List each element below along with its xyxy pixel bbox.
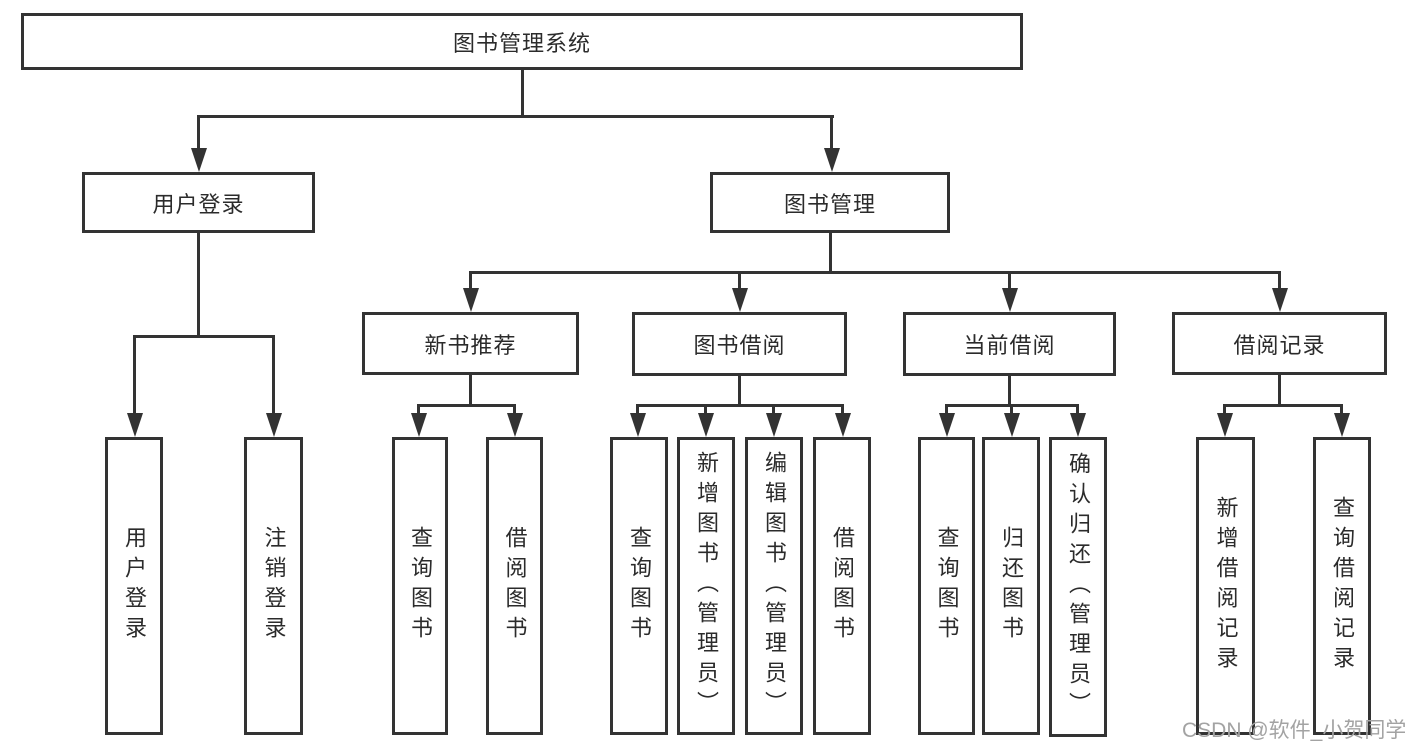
connector-line	[417, 404, 516, 407]
connector-line	[1008, 271, 1011, 293]
leaf-logout: 注销登录	[244, 437, 303, 735]
arrowhead	[698, 413, 714, 437]
node-current-borrow: 当前借阅	[903, 312, 1116, 376]
arrowhead	[939, 413, 955, 437]
arrowhead	[1070, 413, 1086, 437]
node-library-system-label: 图书管理系统	[452, 30, 591, 56]
connector-line	[197, 233, 200, 338]
leaf-query-borrow-record: 查询借阅记录	[1313, 437, 1371, 735]
arrowhead	[1217, 413, 1233, 437]
leaf-return-books-label: 归还图书	[999, 526, 1024, 646]
node-book-borrow-label: 图书借阅	[693, 333, 786, 358]
connector-line	[1223, 404, 1226, 418]
arrowhead	[630, 413, 646, 437]
leaf-borrow-books: 借阅图书	[813, 437, 871, 735]
arrowhead	[127, 413, 143, 437]
leaf-user-login-label: 用户登录	[122, 526, 147, 646]
arrowhead	[1272, 288, 1288, 312]
leaf-edit-books-admin: 编辑图书（管理员）	[745, 437, 803, 735]
connector-line	[133, 335, 275, 338]
connector-line	[1278, 375, 1281, 407]
csdn-watermark: CSDN @软件_小贺同学	[1182, 719, 1405, 742]
leaf-query-borrow-record-label: 查询借阅记录	[1330, 496, 1355, 676]
leaf-logout-label: 注销登录	[261, 526, 287, 646]
connector-line	[521, 70, 524, 118]
arrowhead	[191, 148, 207, 172]
connector-line	[1008, 376, 1011, 407]
connector-line	[738, 376, 741, 407]
leaf-query-books-recommend: 查询图书	[392, 437, 448, 735]
node-borrow-records: 借阅记录	[1172, 312, 1387, 375]
arrowhead	[766, 413, 782, 437]
arrowhead	[463, 288, 479, 312]
connector-line	[704, 404, 707, 418]
node-user-login: 用户登录	[82, 172, 315, 233]
leaf-confirm-return-admin: 确认归还（管理员）	[1049, 437, 1107, 737]
arrowhead	[1004, 413, 1020, 437]
leaf-add-books-admin-label: 新增图书（管理员）	[694, 451, 719, 721]
node-new-book-recommend-label: 新书推荐	[424, 332, 517, 358]
leaf-query-books-borrow-label: 查询图书	[627, 526, 652, 646]
leaf-borrow-books-label: 借阅图书	[830, 526, 855, 646]
connector-line	[772, 404, 775, 418]
node-borrow-records-label: 借阅记录	[1233, 332, 1326, 358]
leaf-borrow-books-recommend-label: 借阅图书	[502, 526, 528, 646]
arrowhead	[1334, 413, 1350, 437]
arrowhead	[507, 413, 523, 437]
leaf-borrow-books-recommend: 借阅图书	[486, 437, 543, 735]
leaf-user-login: 用户登录	[105, 437, 163, 735]
connector-line	[830, 115, 833, 152]
connector-line	[133, 335, 136, 417]
connector-line	[197, 115, 200, 152]
connector-line	[841, 404, 844, 418]
connector-line	[197, 115, 834, 118]
arrowhead	[732, 288, 748, 312]
leaf-return-books: 归还图书	[982, 437, 1040, 735]
connector-line	[469, 271, 472, 293]
connector-line	[1010, 404, 1013, 418]
arrowhead	[835, 413, 851, 437]
node-new-book-recommend: 新书推荐	[362, 312, 579, 375]
connector-line	[738, 271, 741, 293]
leaf-confirm-return-admin-label: 确认归还（管理员）	[1066, 452, 1091, 722]
connector-line	[636, 404, 639, 418]
leaf-query-books-recommend-label: 查询图书	[408, 526, 433, 646]
connector-line	[1278, 271, 1281, 293]
node-library-system: 图书管理系统	[21, 13, 1023, 70]
arrowhead	[266, 413, 282, 437]
connector-line	[636, 404, 844, 407]
connector-line	[469, 375, 472, 407]
leaf-add-borrow-record: 新增借阅记录	[1196, 437, 1255, 735]
leaf-add-books-admin: 新增图书（管理员）	[677, 437, 735, 735]
arrowhead	[1002, 288, 1018, 312]
connector-line	[945, 404, 948, 418]
connector-line	[272, 335, 275, 417]
leaf-query-books-current-label: 查询图书	[934, 526, 960, 646]
connector-line	[829, 233, 832, 274]
connector-line	[1223, 404, 1343, 407]
leaf-add-borrow-record-label: 新增借阅记录	[1213, 496, 1239, 676]
connector-line	[1340, 404, 1343, 418]
connector-line	[417, 404, 420, 418]
node-current-borrow-label: 当前借阅	[963, 333, 1056, 358]
connector-line	[469, 271, 1281, 274]
leaf-edit-books-admin-label: 编辑图书（管理员）	[762, 451, 787, 721]
connector-line	[1076, 404, 1079, 418]
node-book-management: 图书管理	[710, 172, 950, 233]
node-book-borrow: 图书借阅	[632, 312, 847, 376]
arrowhead	[411, 413, 427, 437]
leaf-query-books-borrow: 查询图书	[610, 437, 668, 735]
leaf-query-books-current: 查询图书	[918, 437, 975, 735]
arrowhead	[824, 148, 840, 172]
node-user-login-label: 用户登录	[152, 191, 245, 217]
node-book-management-label: 图书管理	[783, 191, 876, 217]
connector-line	[513, 404, 516, 418]
